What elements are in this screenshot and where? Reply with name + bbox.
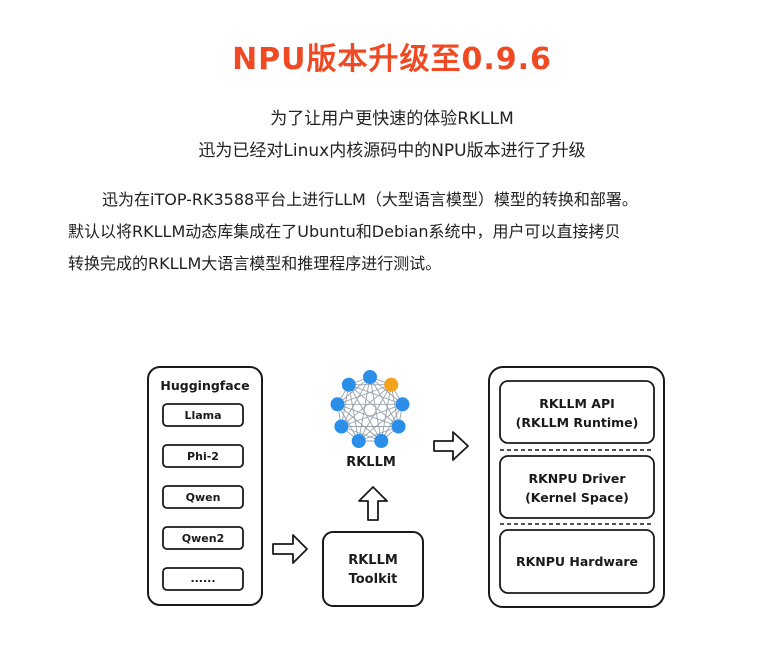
network-edge — [337, 404, 360, 442]
network-edge — [369, 376, 382, 442]
network-node — [363, 370, 377, 384]
stack-box-rkllm-api — [499, 380, 655, 444]
network-edge — [337, 403, 399, 427]
network-edge — [369, 376, 399, 427]
network-edge — [348, 384, 360, 442]
paragraph-line-3: 转换完成的RKLLM大语言模型和推理程序进行测试。 — [68, 254, 442, 273]
stack-box-rknpu-hardware — [499, 529, 655, 594]
network-edge — [358, 384, 392, 442]
stack-rkllm-api-line1: RKLLM API — [539, 396, 615, 411]
description-paragraph: 迅为在iTOP-RK3588平台上进行LLM（大型语言模型）模型的转换和部署。 … — [68, 184, 728, 280]
network-node — [374, 434, 389, 449]
network-edge — [341, 384, 392, 427]
network-edge — [390, 384, 400, 427]
arrow-up-icon — [358, 486, 388, 521]
network-node — [391, 419, 406, 434]
network-edge — [348, 384, 403, 405]
model-label-more: ...... — [190, 572, 215, 585]
model-box-qwen — [162, 485, 244, 509]
model-label-phi2: Phi-2 — [187, 450, 219, 463]
network-node — [395, 397, 410, 412]
network-edge — [358, 376, 371, 442]
network-edge — [337, 384, 392, 405]
model-label-qwen2: Qwen2 — [182, 532, 224, 545]
subtitle-line-1: 为了让用户更快速的体验RKLLM — [270, 109, 514, 129]
arrow-right-icon — [272, 534, 308, 564]
network-edge — [380, 404, 403, 442]
model-label-llama: Llama — [184, 409, 221, 422]
network-edge — [369, 376, 403, 405]
network-edge — [348, 384, 382, 442]
model-box-phi2 — [162, 444, 244, 468]
network-edge — [380, 384, 392, 442]
network-edge — [337, 376, 371, 405]
stack-rknpu-driver-line2: (Kernel Space) — [525, 490, 629, 505]
network-edge — [340, 384, 350, 427]
toolkit-label-line2: Toolkit — [349, 572, 398, 587]
page-title: NPU版本升级至0.9.6 — [232, 42, 552, 77]
stack-rknpu-driver-line1: RKNPU Driver — [528, 471, 626, 486]
network-edge — [341, 403, 403, 427]
network-edge — [358, 403, 403, 442]
model-box-qwen2 — [162, 526, 244, 550]
network-node — [334, 419, 349, 434]
network-edge — [348, 384, 399, 427]
stack-box-rknpu-driver — [499, 455, 655, 519]
model-label-qwen: Qwen — [186, 491, 221, 504]
neural-network-icon — [330, 370, 410, 449]
subtitle-line-2: 迅为已经对Linux内核源码中的NPU版本进行了升级 — [198, 141, 586, 161]
network-edge — [358, 426, 399, 442]
network-edge — [341, 376, 371, 427]
stack-rkllm-api-line2: (RKLLM Runtime) — [516, 415, 639, 430]
rkllm-label: RKLLM — [346, 455, 396, 470]
arrow-right-icon — [433, 431, 469, 461]
model-box-more — [162, 567, 244, 591]
paragraph-line-2: 默认以将RKLLM动态库集成在了Ubuntu和Debian系统中，用户可以直接拷… — [68, 222, 621, 241]
network-node — [384, 377, 399, 392]
model-box-llama — [162, 403, 244, 427]
toolkit-box — [322, 531, 424, 607]
network-edge — [341, 426, 382, 442]
huggingface-title: Huggingface — [160, 378, 249, 393]
stack-rknpu-hardware-line1: RKNPU Hardware — [516, 554, 638, 569]
network-node — [330, 397, 345, 412]
network-node — [351, 434, 366, 449]
paragraph-line-1: 迅为在iTOP-RK3588平台上进行LLM（大型语言模型）模型的转换和部署。 — [102, 190, 638, 209]
toolkit-label-line1: RKLLM — [348, 553, 398, 568]
network-node — [341, 377, 356, 392]
network-edge — [337, 403, 382, 442]
